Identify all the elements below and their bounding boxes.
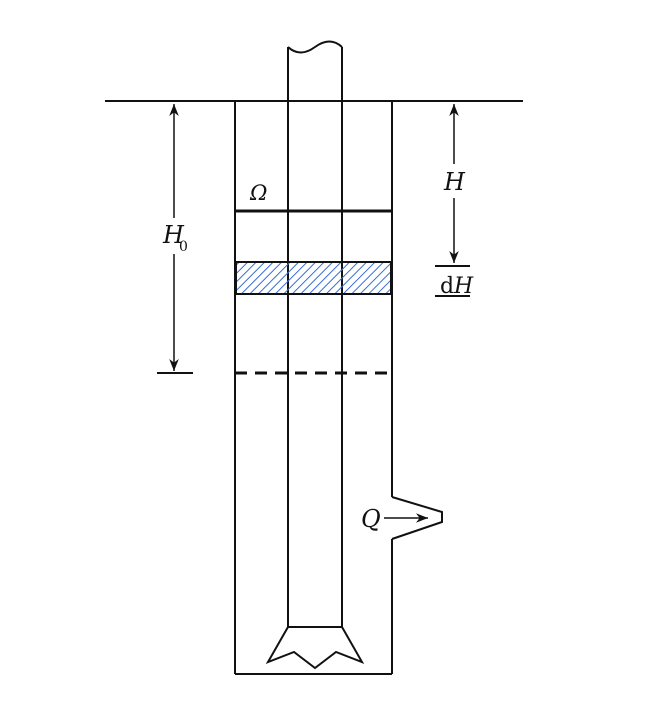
- h0-subscript: 0: [179, 239, 188, 255]
- outflow-spout: [391, 496, 443, 540]
- q-label: Q: [361, 505, 381, 533]
- omega-label: Ω: [249, 181, 267, 205]
- inner-pipe-top-break: [287, 40, 343, 54]
- dh-label-var: H: [453, 274, 474, 299]
- h0-label-gap: [160, 218, 190, 254]
- h0-label: H: [162, 221, 185, 249]
- hatched-layer: [235, 261, 392, 295]
- h-label: H: [443, 168, 466, 196]
- dh-label-prefix: d: [440, 274, 454, 299]
- drill-bit: [265, 626, 365, 670]
